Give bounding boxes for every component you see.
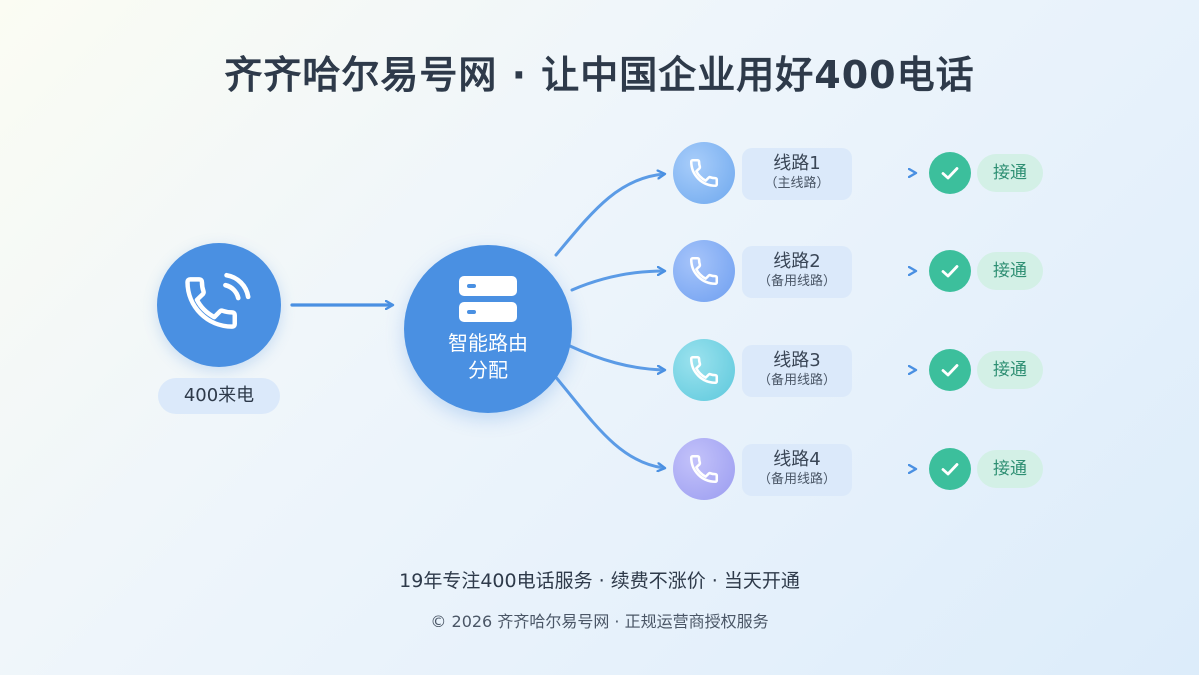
line-3-name: 线路3 [773,350,821,371]
router-label: 智能路由 分配 [448,330,528,384]
router-label-line-1: 智能路由 [448,331,528,355]
line-2-check [929,250,971,292]
router-node: 智能路由 分配 [404,245,572,413]
router-label-line-2: 分配 [468,358,508,382]
line-1-check [929,152,971,194]
footer-copyright: © 2026 齐齐哈尔易号网 · 正规运营商授权服务 [430,612,769,631]
line-3-check [929,349,971,391]
line-4-label: 线路4 （备用线路） [742,444,852,496]
line-1-phone [673,142,735,204]
arrow-router-to-line-2 [570,271,664,292]
phone-icon [689,256,719,286]
line-3-status: 接通 [977,351,1043,389]
line-4-status: 接通 [977,450,1043,488]
caller-label: 400来电 [158,378,280,414]
line-4-name: 线路4 [773,449,821,470]
arrow-router-to-line-4 [552,373,664,468]
line-3-phone [673,339,735,401]
check-icon [941,167,959,180]
line-1-status: 接通 [977,154,1043,192]
line-4-check [929,448,971,490]
line-2-status: 接通 [977,252,1043,290]
arrow-router-to-line-3 [568,344,664,370]
check-icon [941,364,959,377]
phone-icon [689,355,719,385]
phone-icon [689,454,719,484]
line-2-sub: （备用线路） [757,274,836,289]
line-1-sub: （主线路） [764,176,830,191]
server-icon [459,276,517,322]
line-2-label: 线路2 （备用线路） [742,246,852,298]
line-2-phone [673,240,735,302]
arrow-router-to-line-1 [554,174,664,257]
line-3-sub: （备用线路） [757,373,836,388]
page-title: 齐齐哈尔易号网 · 让中国企业用好400电话 [224,53,975,97]
check-icon [941,265,959,278]
phone-icon [689,158,719,188]
caller-node [157,243,281,367]
line-3-label: 线路3 （备用线路） [742,345,852,397]
line-4-sub: （备用线路） [757,472,836,487]
line-4-phone [673,438,735,500]
footer-tagline: 19年专注400电话服务 · 续费不涨价 · 当天开通 [399,570,800,592]
check-icon [941,463,959,476]
phone-ringing-icon [185,272,251,329]
line-2-name: 线路2 [773,251,821,272]
line-1-name: 线路1 [773,153,821,174]
line-1-label: 线路1 （主线路） [742,148,852,200]
